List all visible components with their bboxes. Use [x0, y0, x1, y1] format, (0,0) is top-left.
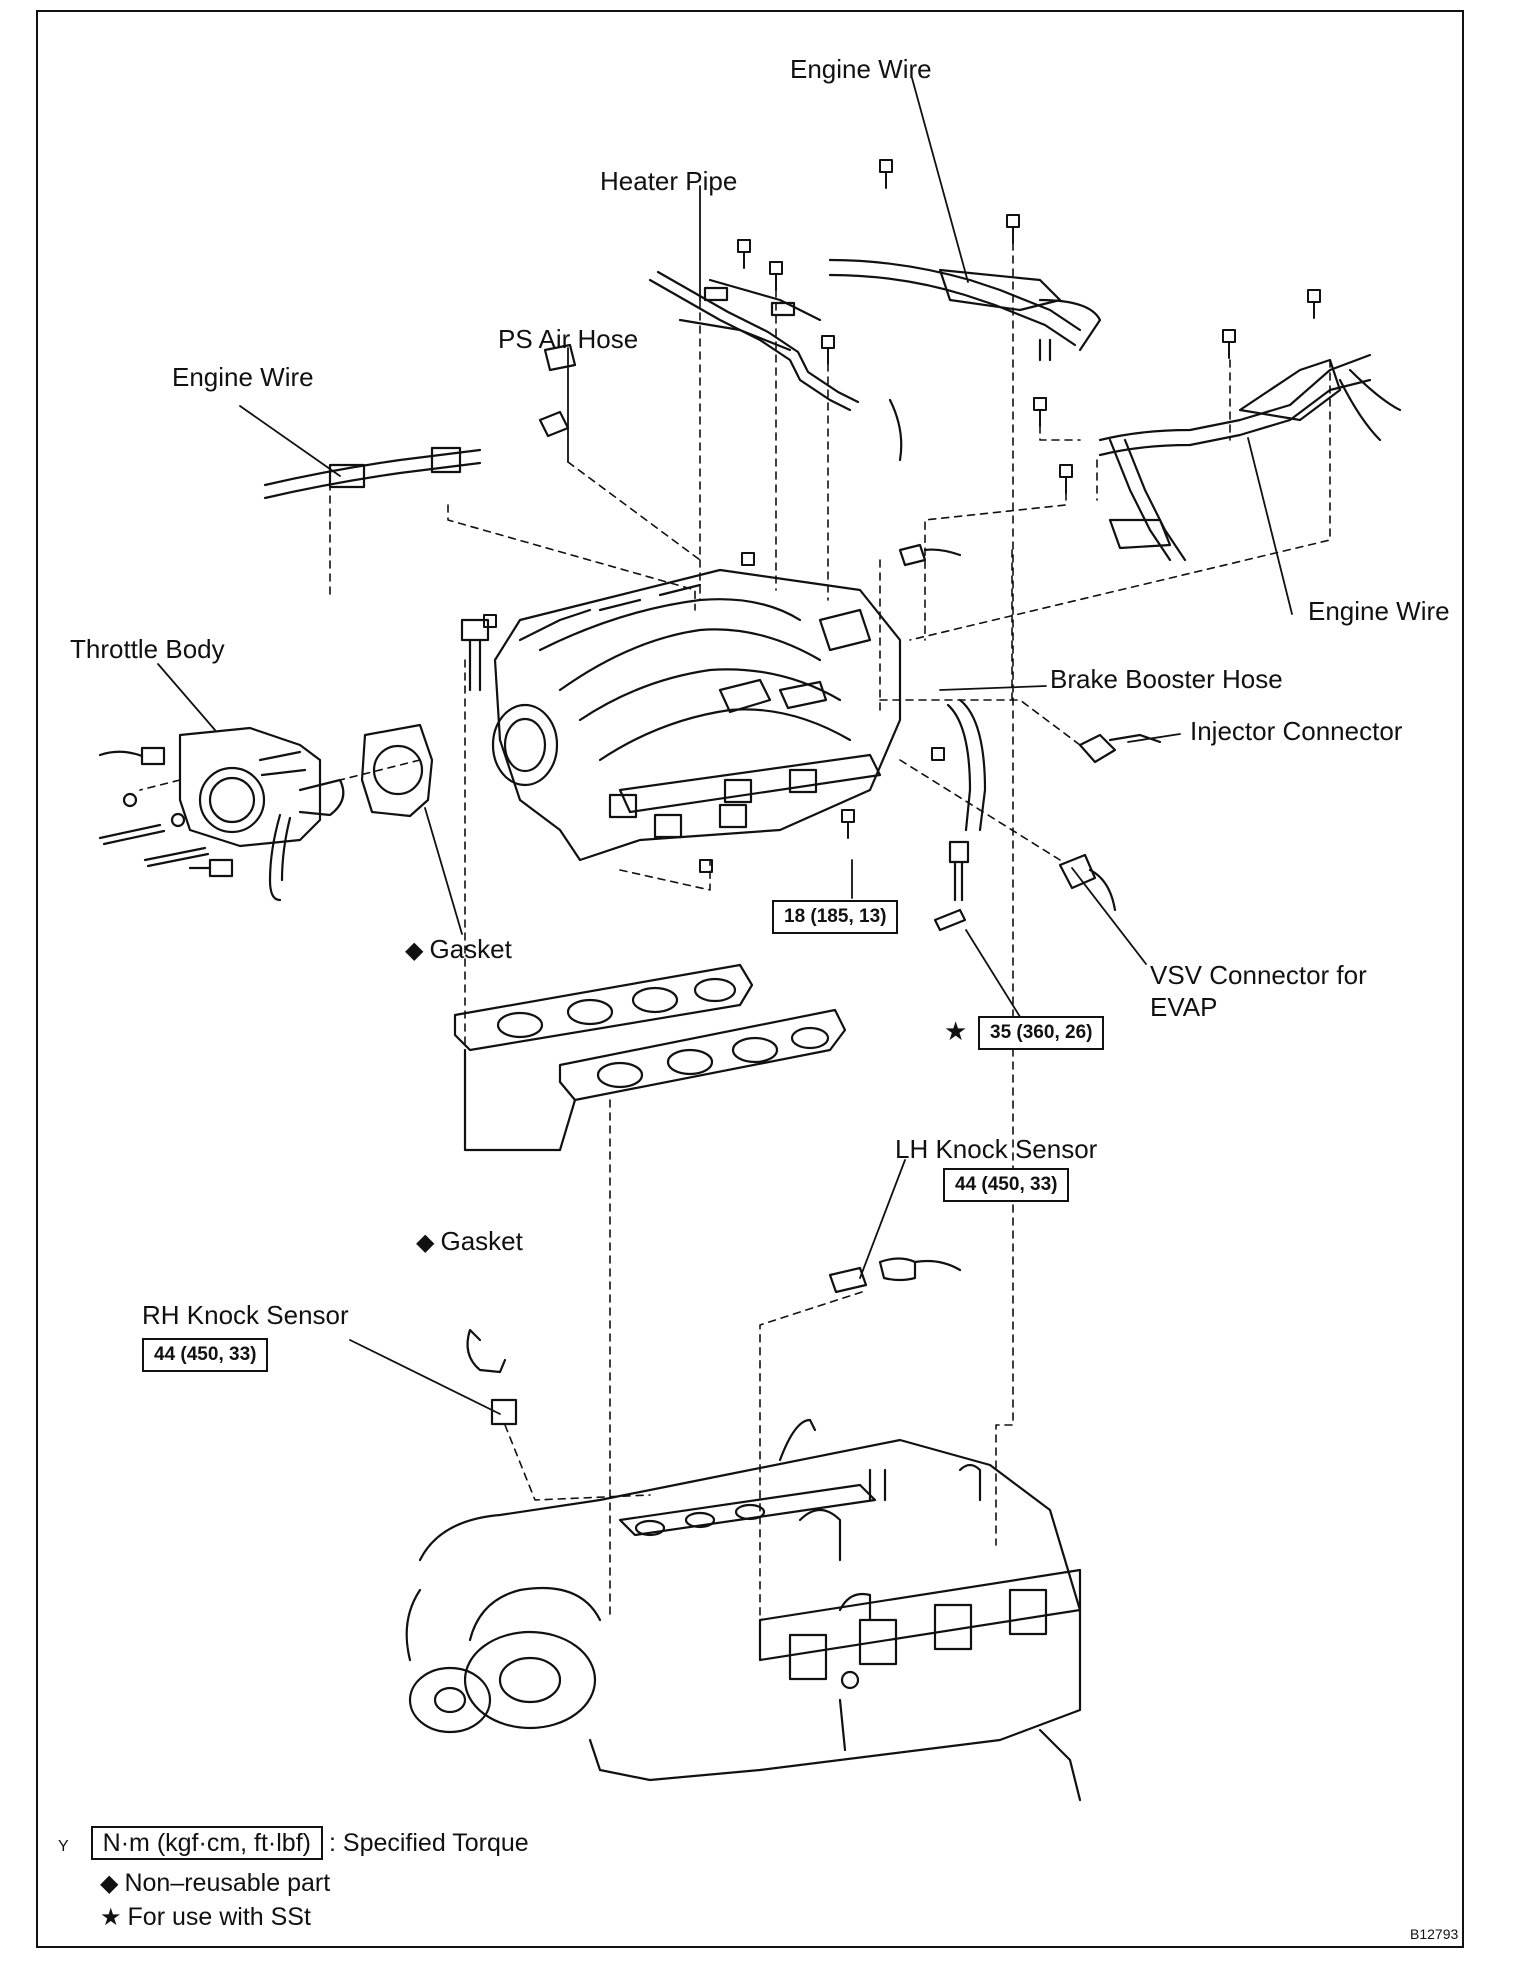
- label-gasket-lower: ◆Gasket: [416, 1226, 523, 1258]
- label-injector-connector: Injector Connector: [1190, 716, 1403, 746]
- leader-lines: [157, 77, 1293, 1415]
- legend-torque-row: Y N·m (kgf·cm, ft·lbf): Specified Torque: [58, 1826, 529, 1862]
- manifold-gaskets-drawing: [453, 963, 847, 1152]
- sst-symbol: ★: [100, 1904, 122, 1931]
- throttle-gasket-drawing: [360, 723, 434, 818]
- bolts-drawing: [483, 159, 1321, 873]
- non-reusable-symbol: ◆: [416, 1229, 435, 1256]
- label-gasket-lower-text: Gasket: [440, 1226, 523, 1256]
- torque-lh-knock-sensor: 44 (450, 33): [943, 1168, 1070, 1202]
- label-engine-wire-top: Engine Wire: [790, 54, 932, 84]
- legend-torque-text: : Specified Torque: [329, 1829, 529, 1857]
- connectors-drawing: [538, 343, 1162, 912]
- sst-symbol: ★: [944, 1016, 968, 1046]
- legend-torque-unit-box: N·m (kgf·cm, ft·lbf): [90, 1826, 323, 1860]
- engine-block-drawing: [405, 1418, 1082, 1802]
- legend-marker: Y: [58, 1838, 69, 1855]
- non-reusable-symbol: ◆: [100, 1870, 119, 1897]
- throttle-body-drawing: [98, 726, 345, 902]
- label-heater-pipe: Heater Pipe: [600, 166, 738, 196]
- engine-wire-top-drawing: [828, 258, 1102, 362]
- torque-manifold-bolt: 18 (185, 13): [772, 900, 899, 934]
- intake-manifold-drawing: [460, 568, 902, 862]
- legend-non-reusable-text: Non–reusable part: [124, 1869, 331, 1897]
- label-lh-knock-sensor: LH Knock Sensor: [895, 1134, 1098, 1164]
- label-rh-knock-sensor: RH Knock Sensor: [142, 1300, 349, 1330]
- label-engine-wire-left: Engine Wire: [172, 362, 314, 392]
- legend-sst-text: For use with SSt: [127, 1903, 311, 1931]
- label-gasket-upper-text: Gasket: [429, 934, 512, 964]
- engine-wire-right-drawing: [1098, 353, 1402, 562]
- label-brake-booster-hose: Brake Booster Hose: [1050, 664, 1283, 694]
- brake-booster-hose-drawing: [933, 698, 987, 932]
- legend-sst-row: ★For use with SSt: [100, 1902, 311, 1933]
- figure-code: B12793: [1410, 1926, 1459, 1942]
- label-vsv-connector-line1: VSV Connector for: [1150, 960, 1367, 990]
- label-throttle-body: Throttle Body: [70, 634, 225, 664]
- non-reusable-symbol: ◆: [405, 937, 424, 964]
- label-vsv-connector-line2: EVAP: [1150, 992, 1218, 1022]
- label-gasket-upper: ◆Gasket: [405, 934, 512, 966]
- assembly-lines: [139, 242, 1331, 1641]
- knock-sensors-drawing: [466, 1257, 962, 1426]
- heater-pipe-drawing: [648, 270, 903, 462]
- label-engine-wire-right: Engine Wire: [1308, 596, 1450, 626]
- label-ps-air-hose: PS Air Hose: [498, 324, 639, 354]
- diagram-frame: [36, 10, 1464, 1948]
- legend-non-reusable-row: ◆Non–reusable part: [100, 1868, 330, 1899]
- torque-brake-booster-union: 35 (360, 26): [978, 1016, 1105, 1050]
- engine-wire-left-drawing: [263, 446, 482, 500]
- torque-rh-knock-sensor: 44 (450, 33): [142, 1338, 269, 1372]
